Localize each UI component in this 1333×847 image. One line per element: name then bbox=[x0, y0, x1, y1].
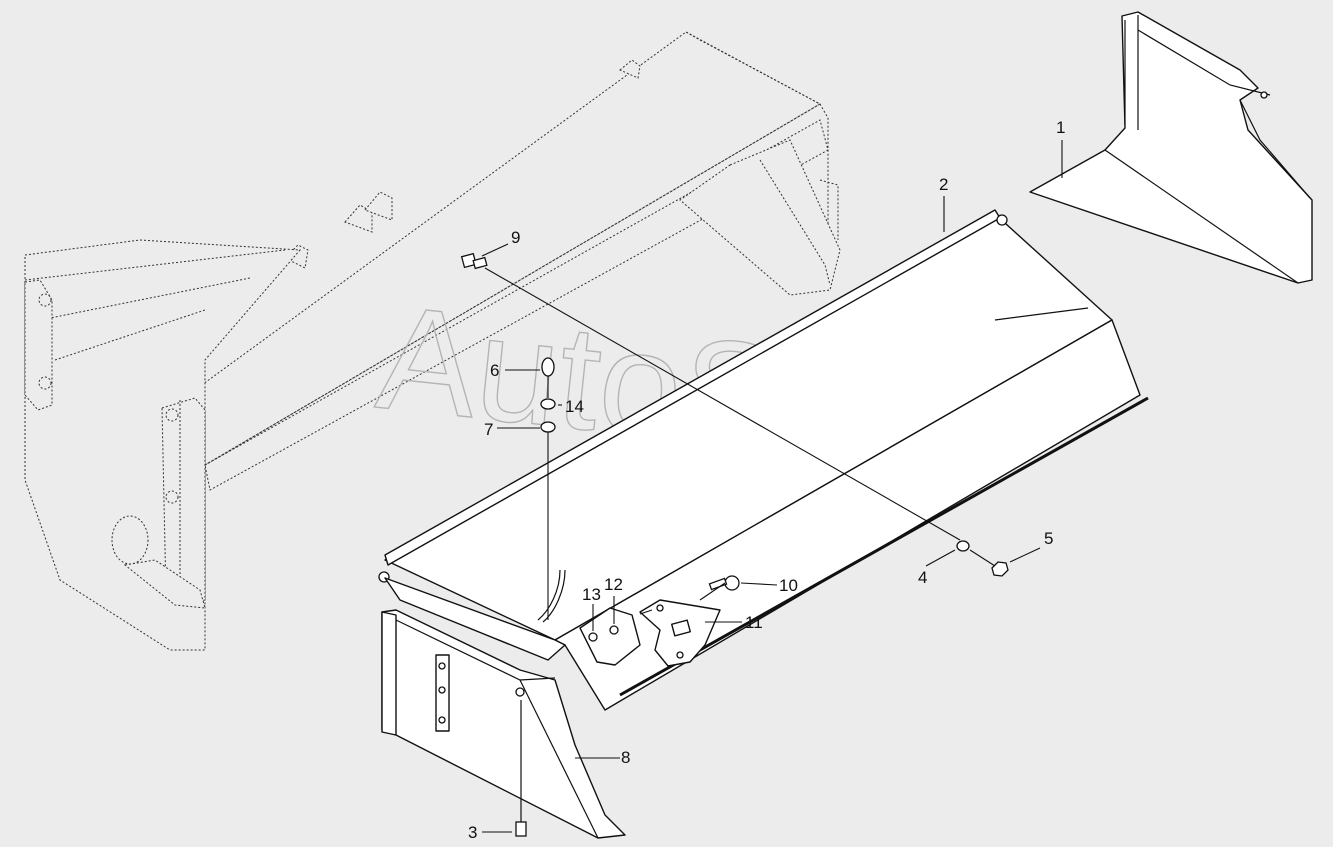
leader-lines bbox=[481, 140, 1063, 833]
part-13-nut bbox=[588, 632, 598, 642]
callout-8: 8 bbox=[621, 748, 630, 767]
callout-13: 13 bbox=[582, 585, 601, 604]
callout-11: 11 bbox=[745, 613, 763, 632]
part-7-washer bbox=[540, 421, 556, 433]
ghost-frame-assembly bbox=[24, 31, 841, 651]
callout-9: 9 bbox=[511, 228, 520, 247]
part-9-bolt bbox=[460, 252, 488, 270]
part-4-washer bbox=[956, 540, 970, 552]
part-12-13-plate bbox=[579, 607, 641, 666]
part-14-washer bbox=[540, 398, 556, 410]
part-8-side-flap bbox=[381, 569, 626, 839]
callout-2: 2 bbox=[939, 175, 948, 194]
callout-labels: 1 2 3 4 5 6 7 8 9 10 11 12 13 14 bbox=[468, 118, 1065, 842]
callout-12: 12 bbox=[604, 575, 623, 594]
part-3-bolt bbox=[515, 700, 527, 837]
part-6-nut bbox=[541, 357, 555, 377]
hardware-items bbox=[460, 252, 1009, 837]
callout-5: 5 bbox=[1044, 529, 1053, 548]
part-12-nut bbox=[609, 625, 619, 635]
callout-6: 6 bbox=[490, 361, 499, 380]
callout-14: 14 bbox=[565, 397, 584, 416]
callout-4: 4 bbox=[918, 568, 927, 587]
callout-1: 1 bbox=[1056, 118, 1065, 137]
part-10-bolt bbox=[708, 575, 740, 591]
part-11-hinge-bracket bbox=[639, 599, 721, 667]
callout-10: 10 bbox=[779, 576, 798, 595]
part-1-end-chute bbox=[1029, 11, 1313, 284]
callout-3: 3 bbox=[468, 823, 477, 842]
part-5-nut bbox=[991, 561, 1009, 577]
callout-7: 7 bbox=[484, 420, 493, 439]
